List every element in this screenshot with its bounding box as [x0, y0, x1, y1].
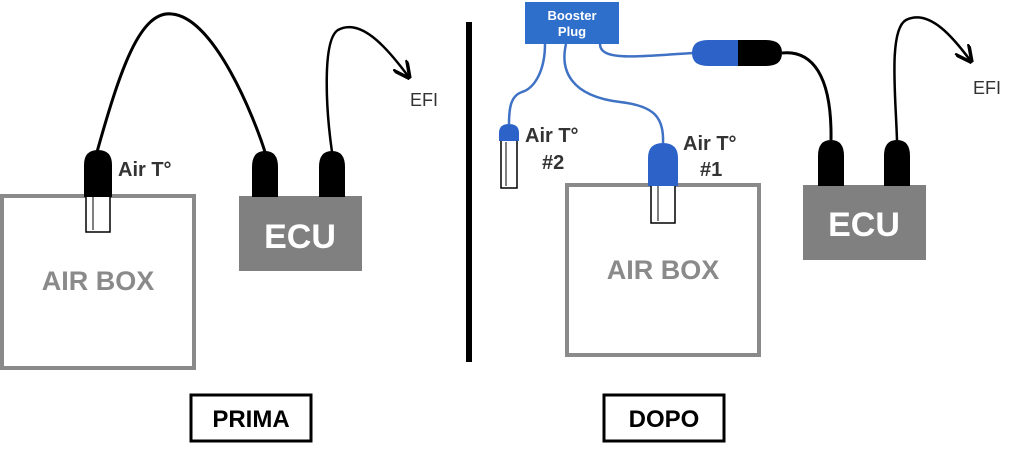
after-caption: DOPO: [629, 406, 700, 433]
after-sensor1-label-line1: Air T°: [683, 133, 737, 155]
before-sensor-plug: [84, 150, 112, 197]
before-panel: AIR BOX Air T° ECU EFI PRIMA: [0, 12, 438, 443]
before-efi-label: EFI: [410, 90, 438, 110]
before-caption: PRIMA: [212, 406, 289, 433]
after-airbox-label: AIR BOX: [607, 255, 720, 285]
after-ecu-label: ECU: [828, 206, 900, 244]
after-caption-box: [602, 393, 726, 443]
before-sensor-label: Air T°: [118, 159, 172, 181]
booster-wire-sensor2: [507, 43, 547, 125]
after-efi-label: EFI: [973, 78, 1001, 98]
inline-connector-black: [738, 40, 782, 66]
after-sensor1-plug: [648, 143, 678, 186]
booster-plug-label-line2: Plug: [558, 24, 586, 39]
before-caption-box: [189, 393, 313, 443]
before-airbox-label: AIR BOX: [42, 266, 155, 296]
connector-wire-ecu: [781, 51, 833, 141]
after-sensor1-label-line2: #1: [700, 159, 722, 181]
after-wire-efi: [893, 16, 970, 142]
after-sensor1-tube: [650, 179, 676, 224]
after-sensor2-tube: [500, 139, 518, 189]
after-sensor2-label-line2: #2: [542, 152, 564, 174]
before-wire-sensor-ecu: [95, 12, 267, 153]
after-sensor2-plug: [499, 124, 519, 141]
before-ecu-label: ECU: [264, 218, 336, 256]
inline-connector-blue: [692, 40, 738, 66]
booster-wire-sensor1: [563, 43, 665, 144]
before-ecu-plug-right: [319, 151, 345, 197]
booster-plug-box: [525, 2, 619, 44]
after-ecu: [803, 185, 926, 260]
after-panel: AIR BOX ECU Air T° #1 Air T° #2 Booster …: [499, 2, 1001, 443]
after-ecu-plug-right: [884, 140, 910, 186]
after-sensor2-label-line1: Air T°: [525, 125, 579, 147]
before-wire-efi: [325, 25, 408, 153]
after-ecu-plug-left: [818, 140, 844, 186]
booster-wire-connector: [598, 43, 695, 58]
booster-plug-label-line1: Booster: [547, 8, 596, 23]
before-ecu: [239, 196, 362, 271]
before-ecu-plug-left: [252, 151, 278, 197]
